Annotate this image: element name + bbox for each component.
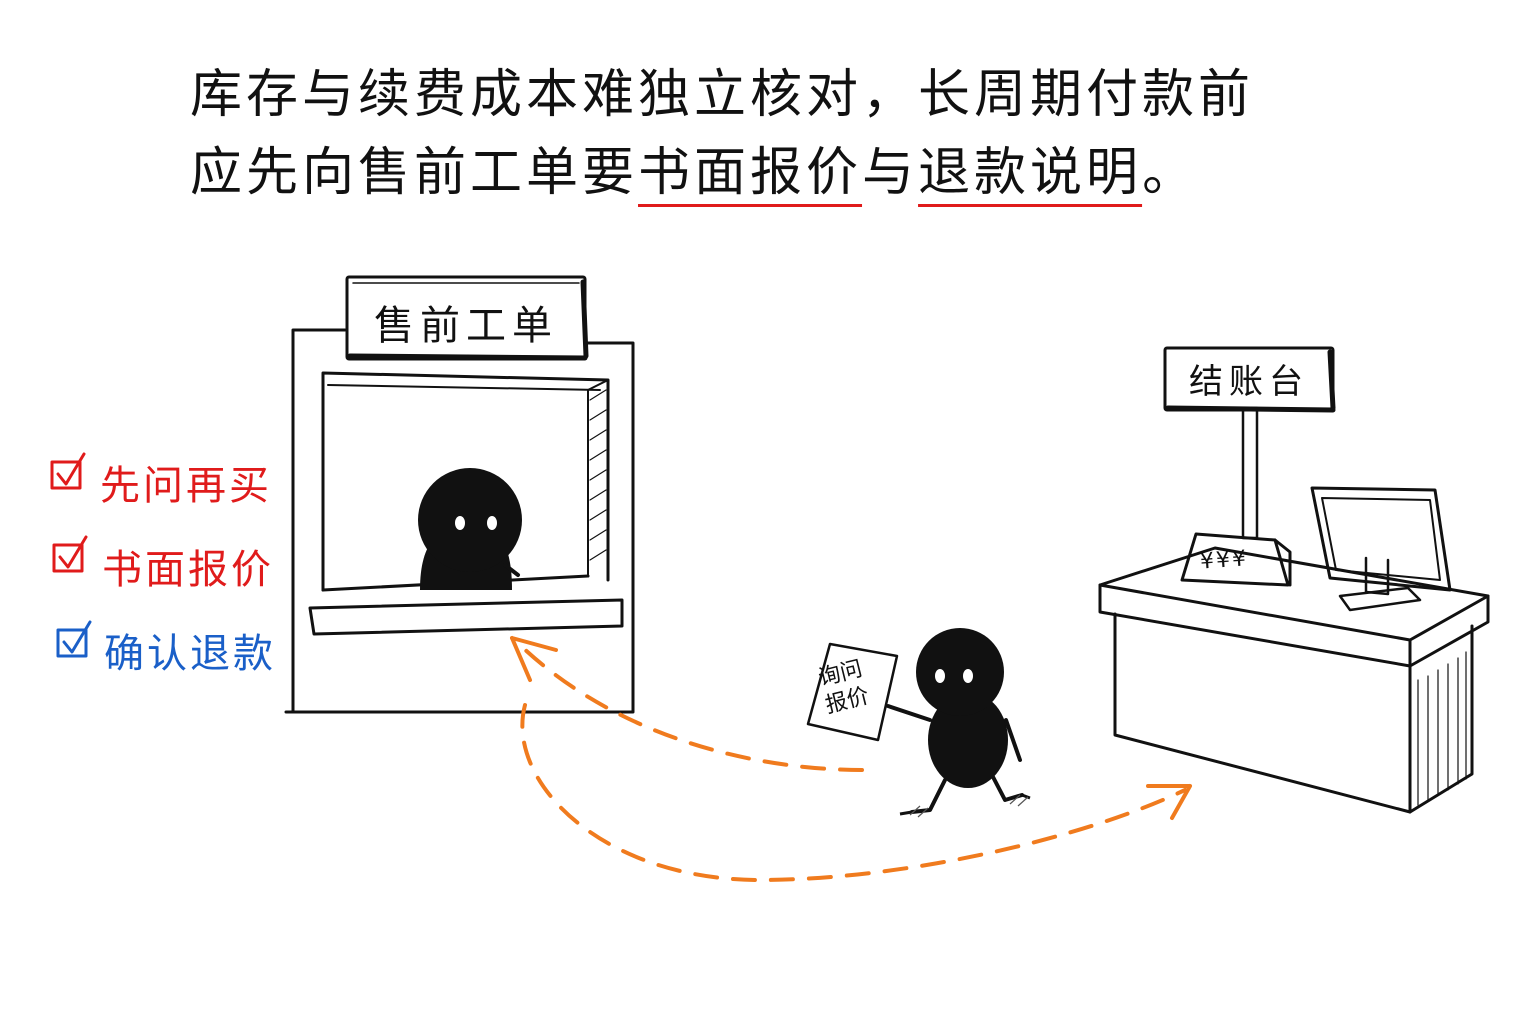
headline-line-2-prefix: 应先向售前工单要 xyxy=(190,143,639,203)
arrow-heads xyxy=(510,636,1192,820)
arrow-to-checkout xyxy=(520,703,1187,883)
quote-paper xyxy=(806,642,899,742)
checklist-item-written-quote: 书面报价 xyxy=(48,524,276,608)
customer-character xyxy=(886,628,1031,818)
checklist-item-confirm-refund: 确认退款 xyxy=(48,608,276,692)
headline-highlight-refund-note: 退款说明 xyxy=(918,143,1143,203)
arrow-to-presales xyxy=(518,643,864,772)
headline-highlight-written-quote: 书面报价 xyxy=(638,143,863,203)
headline: 库存与续费成本难独立核对，长周期付款前 应先向售前工单要书面报价与退款说明。 xyxy=(190,56,1310,212)
checkout-sign-label: 结账台 xyxy=(1189,362,1309,402)
checklist: 先问再买 书面报价 确认退款 xyxy=(48,440,276,692)
headline-line-1: 库存与续费成本难独立核对，长周期付款前 xyxy=(190,65,1255,125)
checklist-item-label: 书面报价 xyxy=(102,547,274,593)
checkbox-icons xyxy=(50,452,92,658)
checklist-item-ask-first: 先问再买 xyxy=(48,440,276,524)
presales-sign-label: 售前工单 xyxy=(374,303,558,349)
flow-arrows xyxy=(518,643,1187,883)
headline-line-2-end: 。 xyxy=(1142,143,1199,203)
checklist-item-label: 先问再买 xyxy=(100,463,272,509)
checklist-item-label: 确认退款 xyxy=(104,631,276,677)
presales-booth xyxy=(284,275,635,714)
clerk-character xyxy=(418,468,522,590)
checkout-counter xyxy=(1098,346,1490,814)
headline-line-2-middle: 与 xyxy=(862,143,919,203)
price-tag-text: ¥¥¥ xyxy=(1199,546,1249,575)
